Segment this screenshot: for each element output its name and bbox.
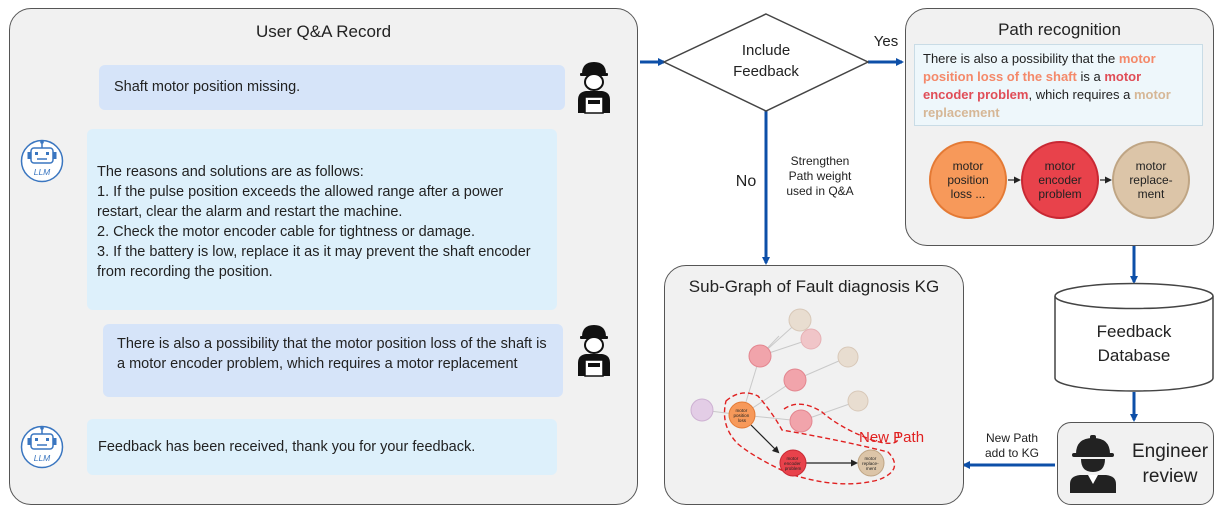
kg-node-faint: [748, 344, 772, 368]
llm-icon-label: LLM: [34, 453, 51, 463]
llm-message-1: The reasons and solutions are as follows…: [87, 129, 557, 310]
sentence-text-3: , which requires a: [1028, 87, 1134, 102]
qa-record-panel: User Q&A Record Shaft motor position mis…: [9, 8, 638, 505]
decision-text-line-1: Include: [741, 42, 791, 59]
llm-message-1-line-3: 2. Check the motor encoder cable for tig…: [97, 224, 476, 240]
decision-diamond: [662, 13, 870, 112]
user-message-2-text: There is also a possibility that the mot…: [117, 336, 547, 372]
svg-text:motor position loss: motor position loss: [733, 408, 750, 423]
sentence-highlight-2: motor encoder problem: [923, 69, 1142, 102]
path-node-2-line-1: motor: [1044, 159, 1076, 173]
svg-text:motor encoder problem: motor encoder problem: [784, 456, 802, 471]
kg-node-2-line-3: problem: [785, 466, 802, 471]
path-node-position-loss: motor position loss ...: [929, 141, 1007, 219]
user-message-1: Shaft motor position missing.: [99, 65, 565, 110]
kg-subgraph-panel: Sub-Graph of Fault diagnosis KG: [664, 265, 964, 505]
kg-node-3-line-2: replace-: [862, 461, 879, 466]
kg-node-replacement: [857, 449, 885, 477]
llm-message-2-text: Feedback has been received, thank you fo…: [98, 439, 476, 455]
kg-node-faint: [690, 398, 714, 422]
new-path-dashed-outline-2: [783, 403, 900, 444]
kg-node-position-loss: [728, 401, 756, 429]
sentence-highlight-1: motor position loss of the shaft: [923, 51, 1156, 84]
path-node-3-line-3: ment: [1137, 187, 1165, 201]
database-label: Feedback Database: [1053, 320, 1215, 368]
strengthen-line-1: Strengthen: [790, 154, 850, 168]
kg-node-faint: [847, 390, 869, 412]
qa-record-title: User Q&A Record: [255, 22, 392, 41]
svg-text:motor replace- ment: motor replace- ment: [862, 456, 880, 471]
no-label: No: [735, 173, 757, 190]
path-recognition-title: Path recognition: [998, 20, 1121, 39]
engineer-line-2: review: [1142, 466, 1198, 487]
llm-robot-icon: LLM: [20, 425, 64, 469]
sentence-text-1: There is also a possibility that the: [923, 51, 1119, 66]
yes-label: Yes: [873, 33, 899, 50]
kg-node-2-line-1: motor: [786, 456, 798, 461]
kg-subgraph-title: Sub-Graph of Fault diagnosis KG: [688, 277, 940, 296]
user-message-2: There is also a possibility that the mot…: [103, 324, 563, 397]
kg-edge-new-1: [750, 424, 780, 454]
kg-node-faint: [800, 328, 822, 350]
llm-robot-icon: LLM: [20, 139, 64, 183]
sentence-text-2: is a: [1076, 69, 1105, 84]
user-worker-icon: [578, 325, 610, 377]
kg-node-3-line-1: motor: [864, 456, 876, 461]
database-cylinder: [1054, 282, 1214, 392]
new-path-add-line-1: New Path: [985, 431, 1039, 445]
path-node-2-line-3: problem: [1038, 187, 1082, 201]
path-node-1-line-3: loss ...: [950, 187, 986, 201]
database-line-1: Feedback: [1096, 322, 1172, 341]
kg-node-1-line-2: position: [733, 413, 749, 418]
strengthen-line-2: Path weight: [788, 169, 852, 183]
path-node-3-line-1: motor: [1135, 159, 1167, 173]
new-path-dashed-outline: [723, 392, 896, 485]
path-sentence-box: There is also a possibility that the mot…: [914, 44, 1203, 126]
engineer-label: Engineer review: [1128, 439, 1212, 489]
kg-node-faint: [837, 346, 859, 368]
llm-message-1-line-2: 1. If the pulse position exceeds the all…: [97, 184, 504, 220]
kg-node-3-line-3: ment: [866, 466, 877, 471]
kg-node-1-line-1: motor: [735, 408, 747, 413]
path-node-replacement: motor replace- ment: [1112, 141, 1190, 219]
kg-node-encoder-problem: [779, 449, 807, 477]
llm-message-2: Feedback has been received, thank you fo…: [87, 419, 557, 475]
user-worker-icon: [578, 62, 610, 114]
path-node-encoder-problem: motor encoder problem: [1021, 141, 1099, 219]
kg-node-2-line-2: encoder: [784, 461, 801, 466]
strengthen-line-3: used in Q&A: [786, 184, 854, 198]
path-node-1-line-2: position: [947, 173, 989, 187]
path-node-3-line-2: replace-: [1129, 173, 1173, 187]
path-node-1-line-1: motor: [952, 159, 984, 173]
engineer-line-1: Engineer: [1131, 441, 1209, 462]
decision-text-line-2: Feedback: [733, 63, 799, 80]
llm-message-1-line-1: The reasons and solutions are as follows…: [97, 164, 364, 180]
new-path-label: New Path: [859, 429, 924, 446]
kg-node-faint: [788, 308, 812, 332]
new-path-add-label: New Path add to KG: [971, 431, 1053, 461]
kg-node-1-line-3: loss: [738, 418, 747, 423]
sentence-highlight-3: motor replacement: [923, 87, 1171, 120]
new-path-add-line-2: add to KG: [984, 446, 1040, 460]
llm-message-1-line-4: 3. If the battery is low, replace it as …: [97, 244, 531, 280]
kg-node-faint: [783, 368, 807, 392]
user-message-1-text: Shaft motor position missing.: [114, 79, 301, 95]
database-line-2: Database: [1097, 346, 1171, 365]
path-node-2-line-2: encoder: [1038, 173, 1082, 187]
engineer-icon: [1070, 435, 1116, 493]
strengthen-label: Strengthen Path weight used in Q&A: [770, 154, 870, 199]
decision-text: Include Feedback: [706, 40, 826, 82]
kg-node-faint: [789, 409, 813, 433]
llm-icon-label: LLM: [34, 167, 51, 177]
